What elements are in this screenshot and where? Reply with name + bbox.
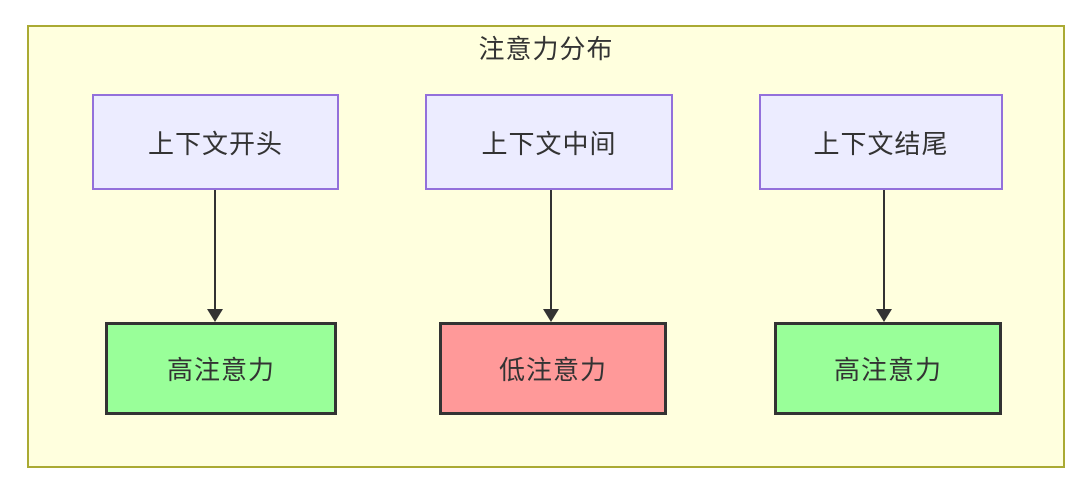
attention-distribution-subgraph: 注意力分布 上下文开头 上下文中间 上下文结尾 高注意力 低注意力	[27, 25, 1065, 468]
node-context-middle: 上下文中间	[425, 94, 673, 190]
arrowhead-down-icon	[876, 309, 892, 322]
node-label: 上下文中间	[481, 128, 617, 159]
node-context-beginning: 上下文开头	[92, 94, 339, 190]
node-high-attention-1: 高注意力	[105, 322, 337, 415]
node-label: 高注意力	[166, 355, 275, 385]
arrowhead-down-icon	[543, 309, 559, 322]
arrow-beginning-to-high	[206, 190, 224, 322]
node-label: 上下文开头	[147, 128, 283, 159]
arrow-shaft	[550, 190, 552, 309]
node-low-attention: 低注意力	[439, 322, 667, 415]
arrow-middle-to-low	[542, 190, 560, 322]
diagram-title: 注意力分布	[478, 34, 614, 64]
arrow-shaft	[883, 190, 885, 309]
node-label: 上下文结尾	[813, 128, 949, 159]
node-context-end: 上下文结尾	[759, 94, 1003, 190]
node-label: 低注意力	[498, 355, 607, 385]
arrowhead-down-icon	[207, 309, 223, 322]
node-high-attention-2: 高注意力	[774, 322, 1002, 415]
node-label: 高注意力	[833, 355, 942, 385]
arrow-end-to-high	[875, 190, 893, 322]
arrow-shaft	[214, 190, 216, 309]
